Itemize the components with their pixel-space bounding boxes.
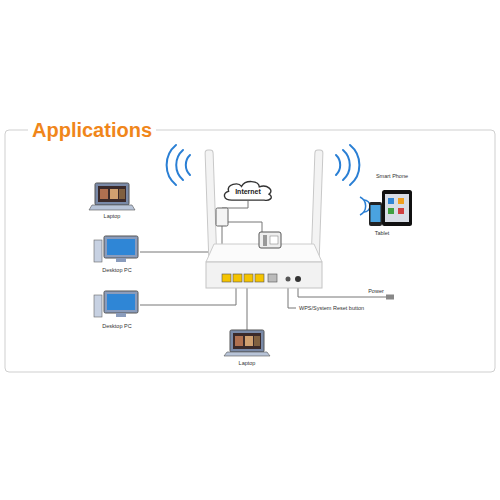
- wifi-arc: [350, 145, 359, 185]
- desktop-icon: [94, 236, 138, 262]
- power-jack: [295, 276, 301, 282]
- leader-line: [288, 286, 296, 308]
- monitor-screen: [107, 239, 135, 255]
- monitor-stand: [116, 313, 126, 317]
- wifi-arc: [336, 155, 340, 175]
- lan-port: [222, 274, 231, 282]
- laptop-icon: [224, 330, 270, 356]
- tablet: [382, 190, 412, 226]
- router-body: [206, 262, 322, 288]
- laptop-screen: [98, 186, 126, 202]
- screen-photo: [110, 189, 118, 199]
- app-icon: [388, 198, 394, 204]
- desktop-icon: [94, 291, 138, 317]
- telephone: [259, 232, 281, 248]
- wifi-arc: [176, 150, 183, 180]
- device-label: WPS/System Reset button: [298, 305, 365, 311]
- app-icon: [398, 208, 404, 214]
- lan-port: [255, 274, 264, 282]
- phone-screen: [371, 205, 381, 222]
- monitor: [104, 236, 138, 258]
- phone-keypad: [270, 236, 278, 244]
- ethernet-wire: [247, 286, 248, 334]
- laptop-icon: [89, 183, 135, 210]
- node-text: Internet: [221, 188, 275, 195]
- laptop-lid: [230, 330, 264, 352]
- wan-port: [268, 274, 277, 282]
- smart-phone: [369, 202, 382, 226]
- mobile-devices: [360, 190, 412, 226]
- wifi-arc: [186, 155, 190, 175]
- wifi-arc: [343, 150, 350, 180]
- lan-port: [233, 274, 242, 282]
- monitor-stand: [116, 258, 126, 262]
- lan-ports: [222, 274, 264, 282]
- power-plug: [386, 295, 394, 300]
- screen-photo: [235, 336, 243, 346]
- wifi-arc: [360, 197, 366, 215]
- screen-photo: [119, 189, 125, 199]
- device-label: Laptop: [238, 360, 257, 366]
- laptop-base: [224, 352, 270, 356]
- section-title: Applications: [28, 119, 156, 141]
- app-icon: [388, 208, 394, 214]
- phone-base: [259, 232, 281, 248]
- app-icon: [398, 198, 404, 204]
- phone-handset: [263, 235, 267, 246]
- lan-port: [244, 274, 253, 282]
- wifi-arc: [167, 145, 176, 185]
- phone-line: [226, 222, 262, 234]
- device-label: Laptop: [103, 213, 122, 219]
- reset-button: [286, 277, 291, 282]
- panel-frame: [5, 130, 495, 372]
- device-label: Desktop PC: [101, 267, 132, 273]
- laptop-lid: [95, 183, 129, 205]
- screen-photo: [254, 336, 260, 346]
- device-label: Power: [367, 288, 385, 294]
- tablet-screen: [385, 194, 409, 222]
- device-label: Tablet: [374, 230, 391, 236]
- pc-tower: [94, 240, 102, 262]
- device-label: Smart Phone: [375, 173, 409, 179]
- wires: [140, 201, 388, 334]
- laptop-base: [89, 205, 135, 210]
- device-label: Desktop PC: [101, 323, 132, 329]
- pc-tower: [94, 295, 102, 317]
- laptop-screen: [233, 333, 261, 349]
- wifi-signal: [167, 145, 360, 185]
- screen-photo: [245, 336, 253, 346]
- splitter: [216, 208, 228, 226]
- phone-line: [222, 201, 248, 208]
- monitor: [104, 291, 138, 313]
- cloud-node: Internet: [221, 179, 275, 202]
- screen-photo: [100, 189, 108, 199]
- monitor-screen: [107, 294, 135, 310]
